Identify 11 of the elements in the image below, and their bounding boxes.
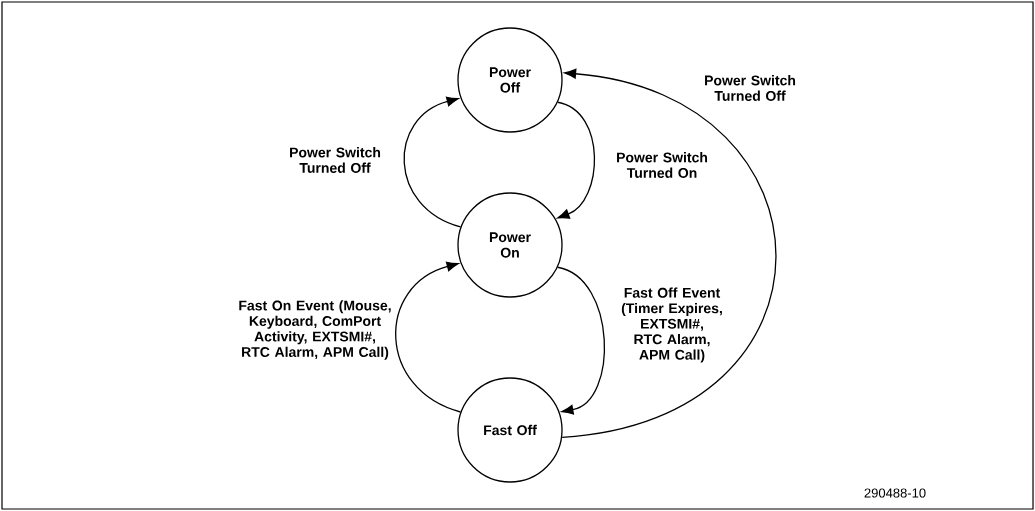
arrow [561,68,777,438]
edge-label: Fast On Event (Mouse, Keyboard, ComPort Activity, EXTSMI#, RTC Alarm, APM Call) [239,300,391,360]
arrow [557,101,596,219]
arrow [403,96,462,228]
arrow [395,261,462,413]
figure-number: 290488-10 [864,488,926,498]
edge-label: Power Switch Turned On [617,152,708,178]
edge-label: Power Switch Turned Off [705,75,796,101]
arrow [557,266,605,415]
edge-label: Power Switch Turned Off [290,147,381,173]
edge-label: Fast Off Event (Timer Expires, EXTSMI#, RTC Alarm, APM Call) [621,287,722,363]
